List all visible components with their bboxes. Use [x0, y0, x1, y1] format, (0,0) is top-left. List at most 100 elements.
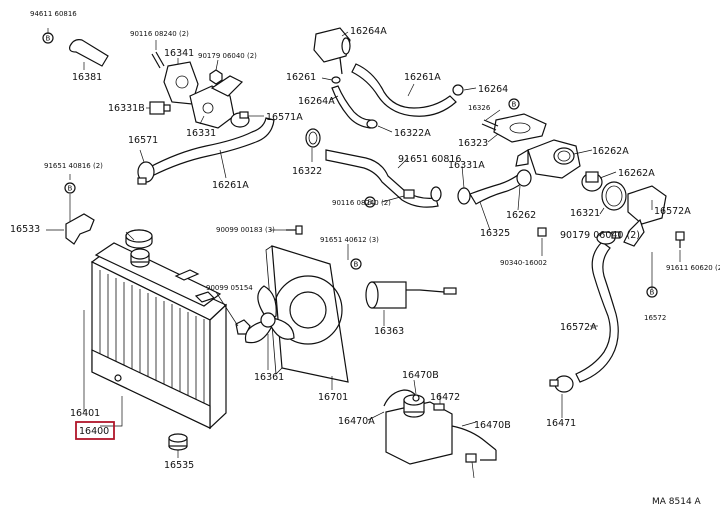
part-label[interactable]: 90116 08240 (2) [130, 30, 189, 38]
part-label[interactable]: 90116 08240 (2) [332, 199, 391, 207]
marker-b: B [350, 258, 362, 270]
svg-text:B: B [512, 101, 517, 109]
radiator-cap-drawing [125, 229, 153, 249]
part-label[interactable]: 16331 [186, 128, 216, 139]
valve-16261A-drawing [313, 27, 351, 75]
part-label[interactable]: 16264A [298, 96, 335, 107]
part-label[interactable]: 16470A [338, 416, 375, 427]
marker-b: B [646, 286, 658, 298]
part-label[interactable]: 16470B [474, 420, 511, 431]
part-label[interactable]: 16572A [654, 206, 691, 217]
water-pipe-16322-drawing [325, 149, 439, 208]
part-label[interactable]: 91651 60816 [398, 154, 461, 165]
part-label[interactable]: 16331A [448, 160, 485, 171]
fan-blade-drawing [244, 285, 295, 344]
part-label[interactable]: 91651 40612 (3) [320, 236, 379, 244]
part-label[interactable]: 16262A [618, 168, 655, 179]
stud-bolt-drawing-2 [481, 123, 497, 131]
nut-drawing-3 [537, 227, 547, 237]
clamp-16261A-right-drawing [452, 84, 464, 96]
part-label[interactable]: 16571A [266, 112, 303, 123]
water-outlet-16331-drawing [189, 75, 244, 129]
stud-bolt-drawing [151, 51, 165, 69]
clamp-16264A-bottom-drawing [366, 119, 378, 129]
part-label[interactable]: 16262A [592, 146, 629, 157]
part-label[interactable]: 16535 [164, 460, 194, 471]
part-label[interactable]: 16325 [480, 228, 510, 239]
svg-text:B: B [368, 199, 373, 207]
part-label[interactable]: 91651 40816 (2) [44, 162, 103, 170]
part-label[interactable]: 90179 06040 (2) [198, 52, 257, 60]
part-label[interactable]: 90179 06040 (2) [560, 230, 640, 241]
reference-code: MA 8514 A [652, 497, 702, 507]
part-label[interactable]: 16264 [478, 84, 508, 95]
gasket-16322A-drawing [305, 128, 321, 148]
marker-b: B [42, 32, 54, 44]
part-label[interactable]: 16326 [468, 104, 491, 112]
part-label[interactable]: 16381 [72, 72, 102, 83]
part-label[interactable]: 16322 [292, 166, 322, 177]
radiator-cushion-drawing [168, 433, 188, 451]
part-label[interactable]: 16572A [560, 322, 597, 333]
bolt-drawing-1 [295, 225, 303, 235]
radiator-bracket-drawing [65, 213, 95, 245]
part-label[interactable]: 16363 [374, 326, 404, 337]
part-label[interactable]: 16323 [458, 138, 488, 149]
water-inlet-16323-drawing [515, 139, 581, 179]
part-label[interactable]: 16262 [506, 210, 536, 221]
reservoir-hose-drawing [383, 389, 417, 407]
part-label[interactable]: 16401 [70, 408, 100, 419]
part-label[interactable]: 16261A [212, 180, 249, 191]
part-label[interactable]: 16321 [570, 208, 600, 219]
upper-hose-drawing [147, 117, 275, 177]
thermostat-cover-16321-drawing [623, 185, 667, 247]
part-label[interactable]: 16571 [128, 135, 158, 146]
clamp-16264A-top-drawing [331, 76, 341, 84]
pipe-bracket-drawing [403, 189, 415, 199]
svg-text:B: B [46, 35, 51, 43]
clamp-16262A-right-drawing [516, 169, 532, 187]
part-label[interactable]: 16322A [394, 128, 431, 139]
part-label[interactable]: 94611 60816 [30, 10, 77, 18]
part-label[interactable]: 16400 [79, 426, 109, 437]
part-label[interactable]: 90099 00183 (3) [216, 226, 275, 234]
part-label[interactable]: 16331B [108, 103, 145, 114]
part-label[interactable]: 90099 05154 [206, 284, 253, 292]
part-label[interactable]: 16701 [318, 392, 348, 403]
clamp-16262A-left-drawing [457, 187, 471, 205]
part-label[interactable]: 16261A [404, 72, 441, 83]
nut-drawing-2 [209, 69, 223, 85]
highlight-frame [75, 421, 115, 440]
part-label[interactable]: 16470B [402, 370, 439, 381]
fan-motor-drawing [365, 281, 457, 309]
hose-clamp-right-drawing [230, 111, 250, 128]
part-label[interactable]: 16472 [430, 392, 460, 403]
svg-text:B: B [68, 185, 73, 193]
part-label[interactable]: 16264A [350, 26, 387, 37]
fan-shroud-drawing [265, 245, 349, 383]
svg-text:B: B [354, 261, 359, 269]
part-label[interactable]: 16361 [254, 372, 284, 383]
part-label[interactable]: 16261 [286, 72, 316, 83]
pipe-end-drawing [430, 186, 442, 202]
part-label[interactable]: 91611 60620 (2) [666, 264, 720, 272]
part-label[interactable]: 90340-16002 [500, 259, 547, 267]
sensor-16331B-drawing [149, 101, 171, 115]
hose-16264-drawing [331, 85, 371, 129]
bracket-16381-drawing [69, 39, 109, 67]
part-label[interactable]: 16341 [164, 48, 194, 59]
part-label[interactable]: 16533 [10, 224, 40, 235]
radiator-drawing [90, 242, 228, 430]
gasket-16326-drawing [493, 113, 547, 143]
thermostat-16331A-drawing [581, 171, 603, 192]
part-label[interactable]: 16471 [546, 418, 576, 429]
clamp-16572A-bottom-drawing [549, 375, 574, 393]
svg-text:B: B [650, 289, 655, 297]
reservoir-bracket-top-drawing [433, 403, 445, 411]
part-label[interactable]: 16572 [644, 314, 666, 322]
marker-b: B [508, 98, 520, 110]
bolt-90340-drawing [675, 231, 685, 248]
clamp-16572A-top-drawing [596, 231, 621, 245]
